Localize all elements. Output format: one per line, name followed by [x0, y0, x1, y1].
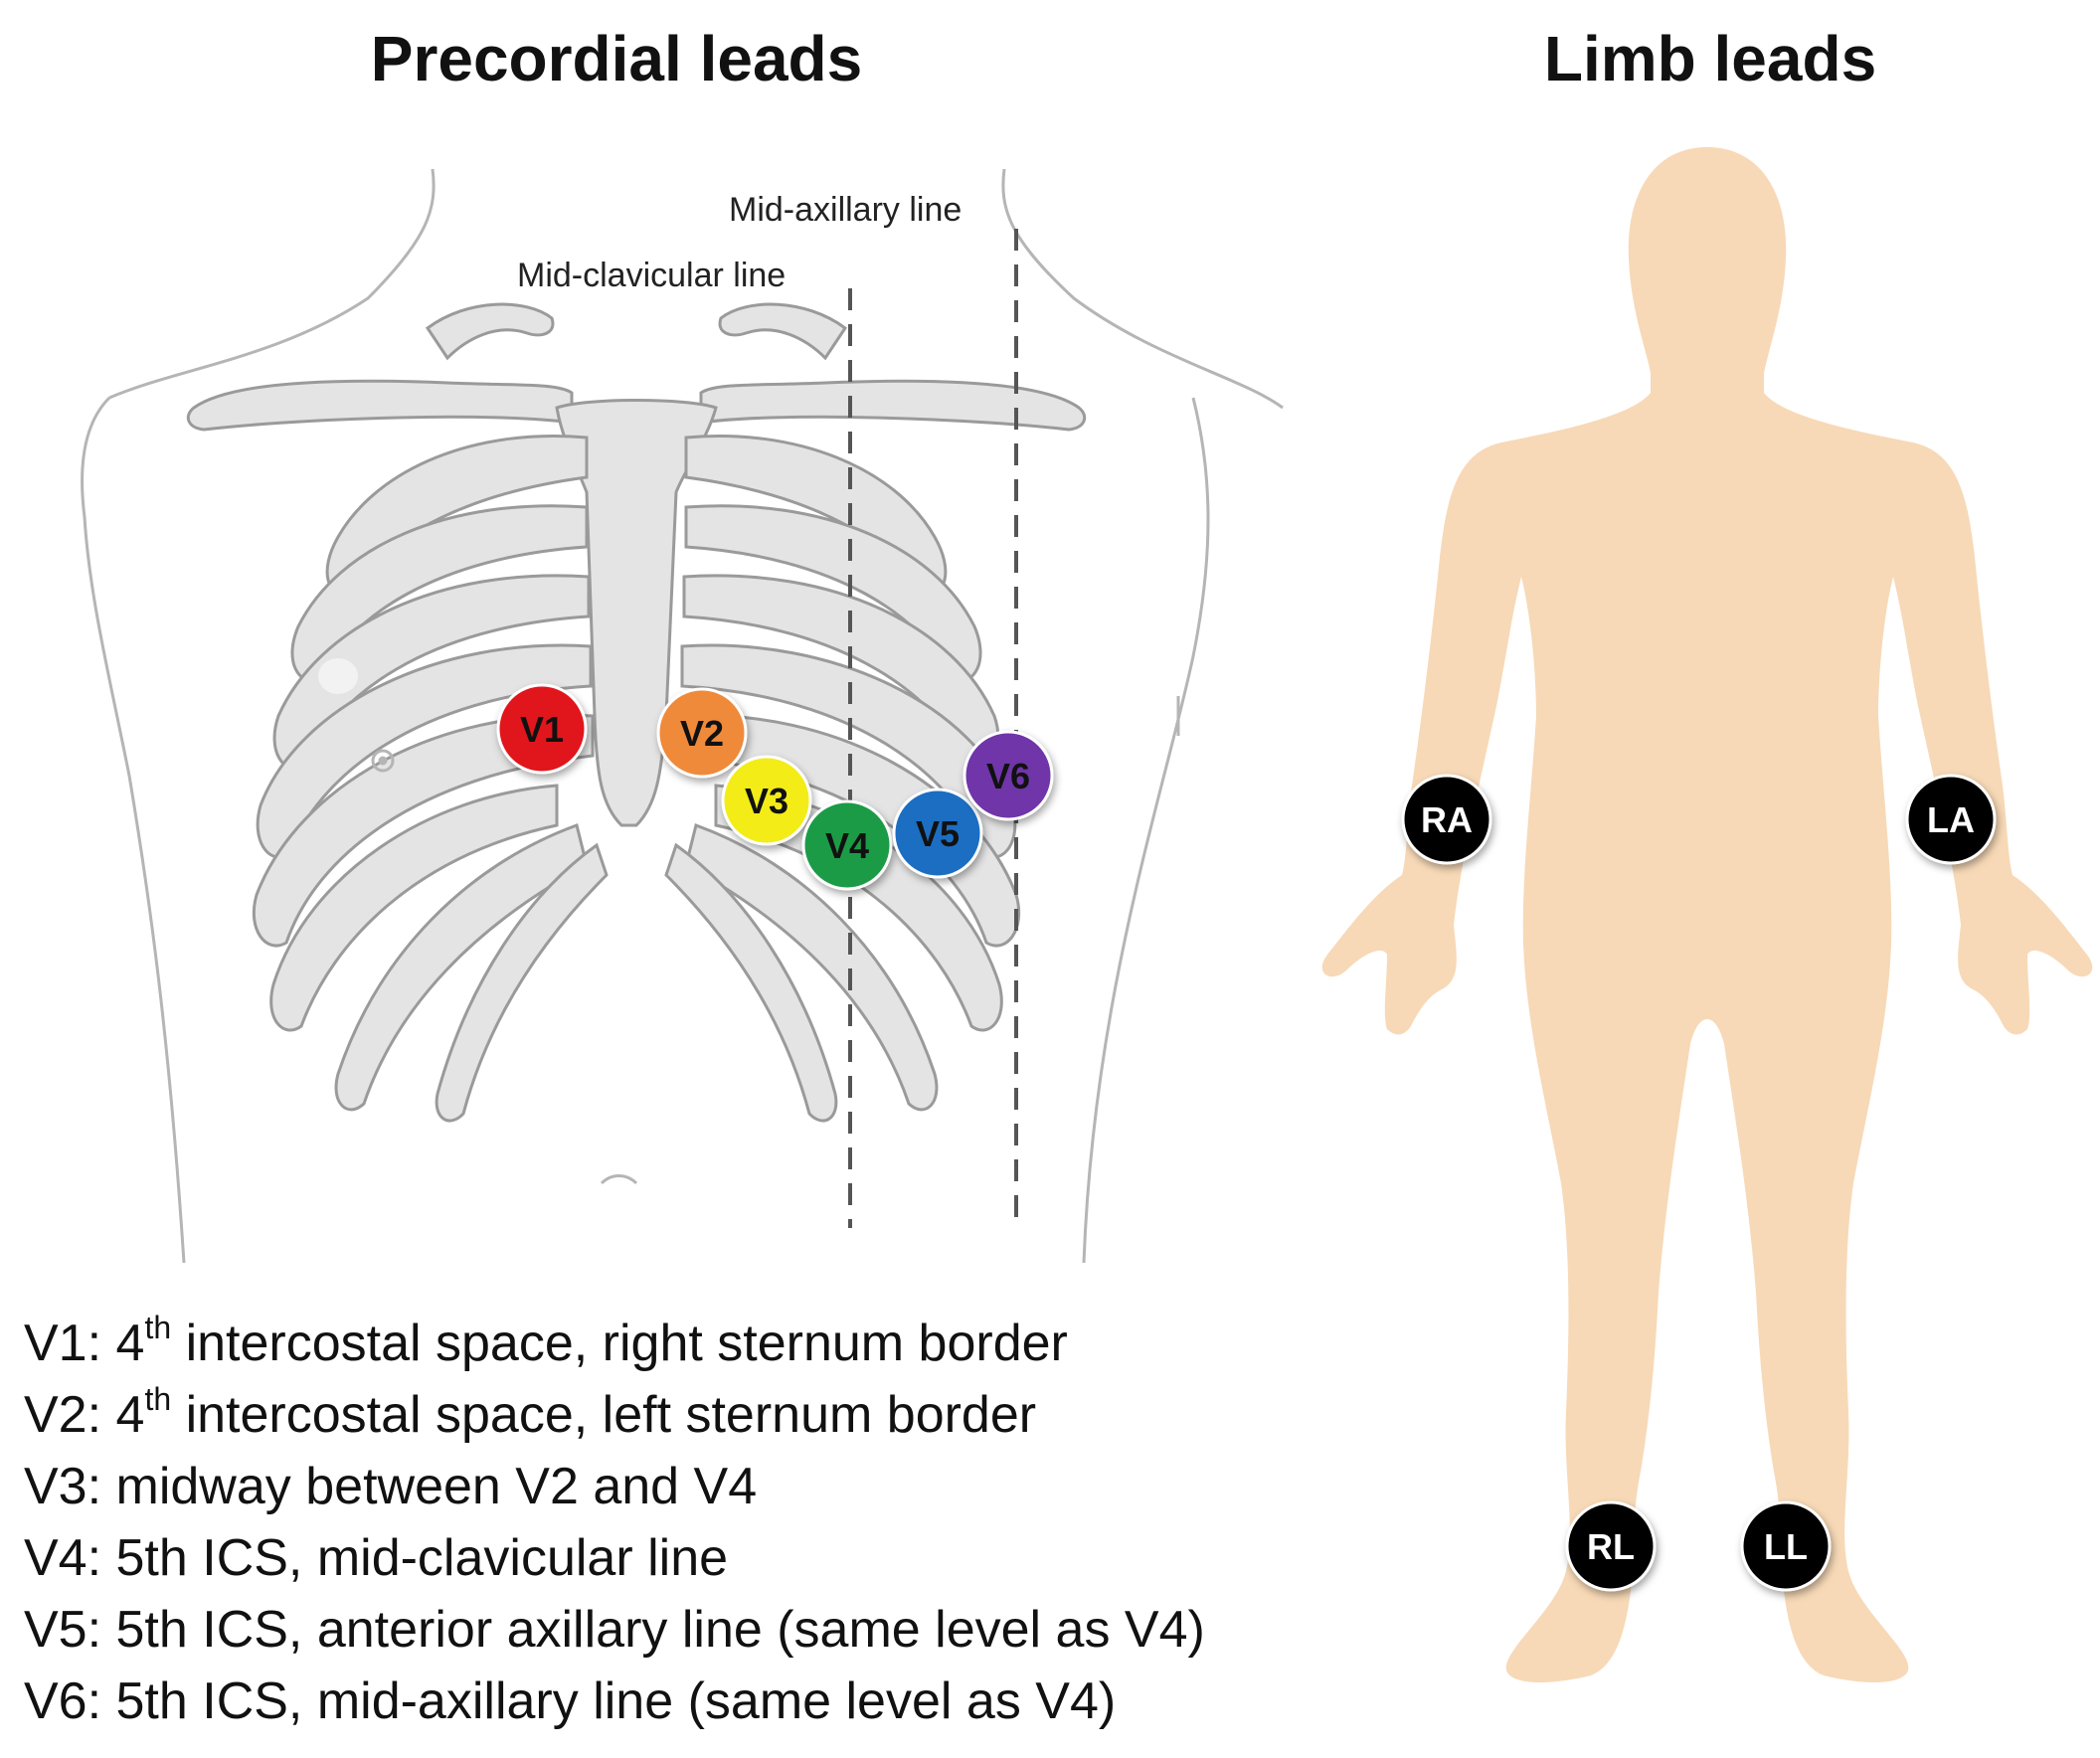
- electrode-rl: [1565, 1500, 1657, 1592]
- description-ordinal-suffix: th: [144, 1310, 172, 1345]
- description-v4: V4: 5th ICS, mid-clavicular line: [24, 1522, 1205, 1594]
- lead-v5-label: V5: [916, 813, 960, 854]
- description-text: intercostal space, right sternum border: [171, 1315, 1068, 1372]
- lead-v1-label: V1: [520, 709, 564, 750]
- precordial-electrodes: V1 V2 V3 V4 V5 V6: [496, 683, 1054, 891]
- description-text: midway between V2 and V4: [115, 1458, 758, 1515]
- description-v1: V1: 4th intercostal space, right sternum…: [24, 1308, 1205, 1379]
- electrode-v5: [892, 788, 983, 879]
- lead-la-label: LA: [1927, 799, 1975, 840]
- lead-rl-label: RL: [1587, 1526, 1635, 1567]
- description-v2: V2: 4th intercostal space, left sternum …: [24, 1379, 1205, 1451]
- lead-la: LA: [1905, 774, 1997, 865]
- description-text: 5th ICS, anterior axillary line (same le…: [115, 1601, 1205, 1659]
- rib-cage: [186, 302, 1087, 827]
- lead-v4-label: V4: [825, 825, 869, 866]
- description-v5: V5: 5th ICS, anterior axillary line (sam…: [24, 1594, 1205, 1666]
- description-lead: V6:: [24, 1672, 102, 1730]
- limb-electrodes: RA LA RL LL: [1401, 774, 1997, 1592]
- ribs-right-side: [252, 434, 609, 1123]
- lead-v3-label: V3: [745, 781, 788, 821]
- lead-v2: V2: [656, 687, 748, 779]
- description-lead: V3:: [24, 1458, 102, 1515]
- lead-ll: LL: [1740, 1500, 1832, 1592]
- lead-ll-label: LL: [1764, 1526, 1808, 1567]
- lead-v3: V3: [721, 755, 812, 846]
- description-text: 5th ICS, mid-axillary line (same level a…: [115, 1672, 1117, 1730]
- lead-v5: V5: [892, 788, 983, 879]
- description-lead: V2:: [24, 1386, 102, 1444]
- lead-v4: V4: [801, 799, 893, 891]
- description-text: intercostal space, left sternum border: [171, 1386, 1037, 1444]
- lead-v6: V6: [962, 730, 1054, 821]
- electrode-la: [1905, 774, 1997, 865]
- description-v6: V6: 5th ICS, mid-axillary line (same lev…: [24, 1666, 1205, 1737]
- lead-v6-label: V6: [986, 756, 1030, 796]
- electrode-v6: [962, 730, 1054, 821]
- lead-placement-descriptions: V1: 4th intercostal space, right sternum…: [24, 1308, 1205, 1737]
- lead-ra-label: RA: [1421, 799, 1473, 840]
- lead-v2-label: V2: [680, 713, 724, 754]
- mid-clavicular-line-label: Mid-clavicular line: [517, 257, 786, 294]
- electrode-v2: [656, 687, 748, 779]
- description-ordinal: 4: [115, 1315, 145, 1372]
- electrode-v4: [801, 799, 893, 891]
- chest-markings: [318, 658, 395, 773]
- lead-rl: RL: [1565, 1500, 1657, 1592]
- description-lead: V5:: [24, 1601, 102, 1659]
- reference-lines: [848, 229, 1018, 1228]
- electrode-v1: [496, 683, 588, 775]
- electrode-v3: [721, 755, 812, 846]
- description-v3: V3: midway between V2 and V4: [24, 1451, 1205, 1522]
- electrode-ll: [1740, 1500, 1832, 1592]
- precordial-leads-title: Precordial leads: [370, 23, 863, 94]
- mid-axillary-line-label: Mid-axillary line: [729, 191, 962, 229]
- lead-ra: RA: [1401, 774, 1492, 865]
- description-lead: V1:: [24, 1315, 102, 1372]
- electrode-ra: [1401, 774, 1492, 865]
- limb-leads-title: Limb leads: [1543, 23, 1877, 94]
- lead-v1: V1: [496, 683, 588, 775]
- torso-outline: [81, 168, 1284, 1264]
- description-text: 5th ICS, mid-clavicular line: [115, 1529, 729, 1587]
- description-ordinal-suffix: th: [144, 1381, 172, 1417]
- body-silhouette: [1321, 147, 2093, 1682]
- description-ordinal: 4: [115, 1386, 145, 1444]
- description-lead: V4:: [24, 1529, 102, 1587]
